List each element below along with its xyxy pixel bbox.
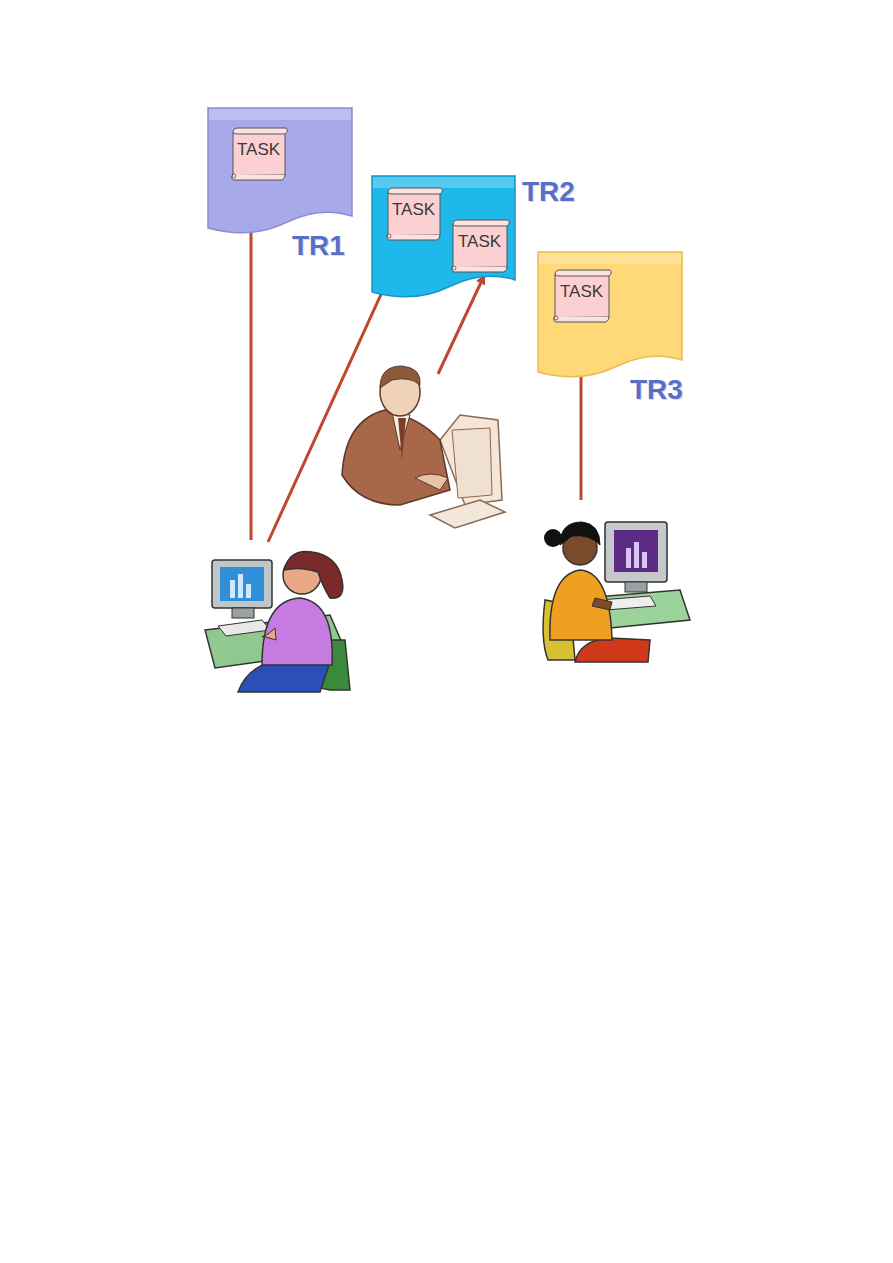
- request-label: TR3: [630, 374, 683, 406]
- task-scroll: TASK: [230, 128, 288, 180]
- woman-at-computer: [205, 551, 350, 692]
- request-label: TR1: [292, 230, 345, 262]
- task-scroll: TASK: [385, 188, 443, 240]
- task-label: TASK: [560, 282, 603, 302]
- woman-at-computer: [543, 522, 690, 662]
- man-at-computer: [342, 366, 505, 528]
- transport-request: TR3TASK: [538, 252, 682, 364]
- task-scroll: TASK: [450, 220, 510, 272]
- task-label: TASK: [237, 140, 280, 160]
- task-label: TASK: [392, 200, 435, 220]
- task-label: TASK: [458, 232, 501, 252]
- transport-request: TR2TASKTASK: [372, 176, 515, 284]
- request-label: TR2: [522, 176, 575, 208]
- task-scroll: TASK: [552, 270, 612, 322]
- transport-request: TR1TASK: [208, 108, 352, 220]
